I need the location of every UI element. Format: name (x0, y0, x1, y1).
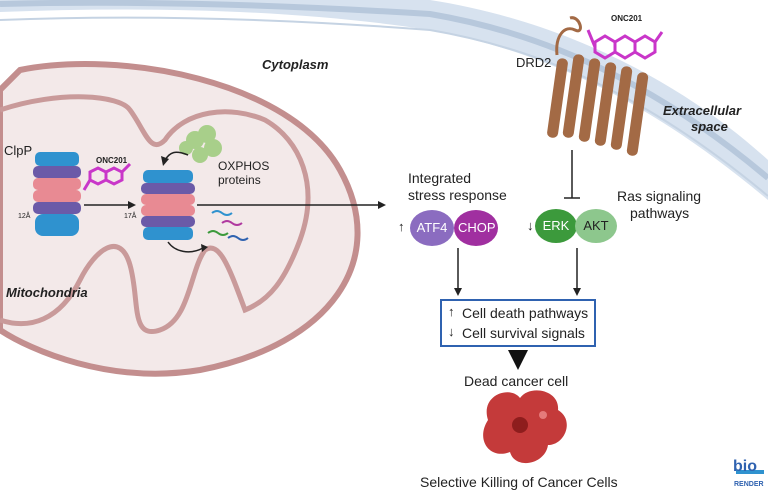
dead-cell-label: Dead cancer cell (464, 373, 569, 389)
ras-label-1: Ras signaling (617, 188, 702, 204)
mitochondria-label: Mitochondria (6, 285, 88, 300)
clpp-protease-icon (33, 152, 81, 236)
angstrom-12-label: 12Å (18, 213, 31, 220)
chop-label: CHOP (458, 220, 496, 235)
isr-label-2: stress response (408, 187, 507, 203)
outcome-box (440, 299, 596, 347)
drd2-label: DRD2 (516, 55, 552, 70)
onc201-small-label: ONC201 (96, 156, 128, 165)
selective-killing-label: Selective Killing of Cancer Cells (420, 474, 618, 490)
oxphos-label-2: proteins (218, 173, 261, 187)
mitochondrion-cristae (0, 94, 311, 335)
atf4-label: ATF4 (416, 220, 448, 235)
logo-bottom-label: RENDER (734, 481, 764, 488)
peptide-fragments (207, 210, 249, 241)
angstrom-17-label: 17Å (124, 213, 137, 220)
akt-protein (575, 209, 617, 243)
oxphos-label-1: OXPHOS (218, 159, 270, 173)
atf4-protein (410, 210, 454, 246)
clpp-open-protease-icon (141, 170, 195, 240)
extracellular-label-2: space (691, 119, 728, 134)
dead-cell-icon (483, 390, 567, 464)
cytoplasm-label: Cytoplasm (262, 57, 329, 72)
logo-top-label: bio (733, 458, 757, 475)
clpp-label: ClpP (4, 143, 33, 158)
erk-protein (535, 209, 577, 243)
erk-label: ERK (542, 218, 570, 233)
up-arrow-death: ↑ (448, 304, 455, 319)
onc201-molecule-icon (82, 162, 132, 191)
plasma-membrane (0, 0, 768, 200)
cell-survival-label: Cell survival signals (462, 325, 585, 341)
akt-label: AKT (583, 218, 609, 233)
onc201-receptor-molecule-icon (586, 29, 664, 60)
extracellular-label-1: Extracellular (663, 103, 742, 118)
isr-label-1: Integrated (408, 170, 472, 186)
chop-protein (454, 210, 498, 246)
onc201-top-label: ONC201 (611, 14, 643, 23)
ras-label-2: pathways (630, 205, 690, 221)
down-arrow-erk: ↓ (527, 218, 534, 233)
up-arrow-atf4: ↑ (398, 219, 405, 234)
drd2-receptor-icon (547, 54, 649, 156)
cell-death-label: Cell death pathways (462, 305, 589, 321)
oxphos-protein-icon (179, 125, 222, 163)
biorender-logo-icon (736, 470, 764, 474)
down-arrow-survival: ↓ (448, 324, 455, 339)
